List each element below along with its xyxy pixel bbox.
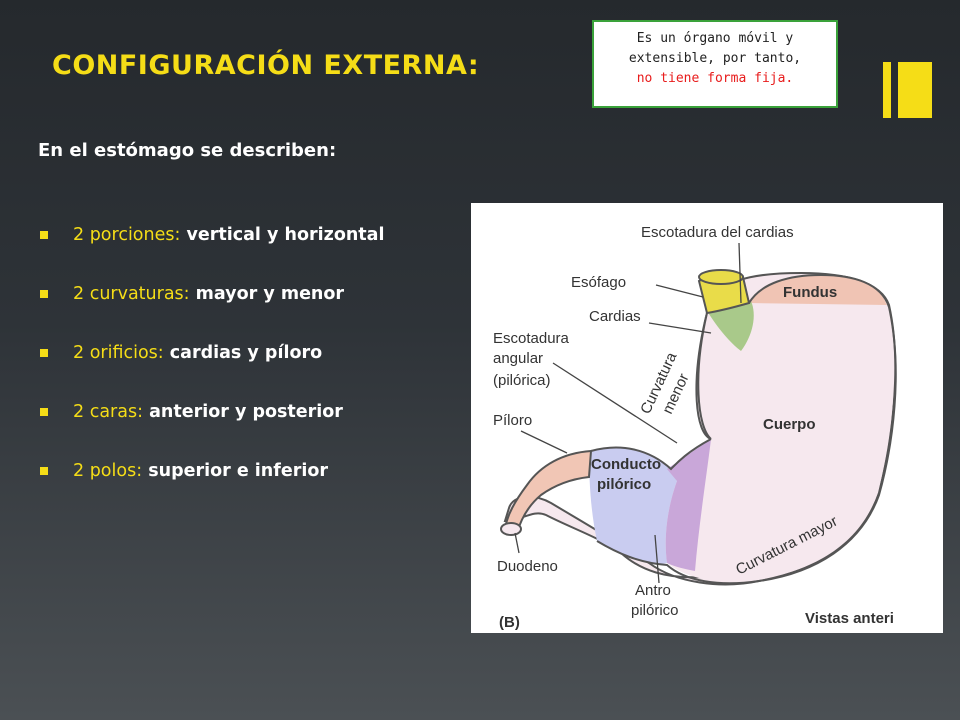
label-antro-1: Antro bbox=[635, 582, 671, 599]
label-conducto-1: Conducto bbox=[591, 456, 661, 473]
slide-title: CONFIGURACIÓN EXTERNA: bbox=[52, 50, 480, 81]
note-line-2: extensible, por tanto, bbox=[628, 51, 802, 66]
bullet-caras: 2 caras: anterior y posterior bbox=[38, 399, 458, 426]
bullet-list: 2 porciones: vertical y horizontal 2 cur… bbox=[38, 222, 458, 517]
label-conducto-2: pilórico bbox=[597, 476, 651, 493]
label-antro-2: pilórico bbox=[631, 602, 679, 619]
label-vistas: Vistas anteri bbox=[805, 610, 894, 627]
label-panel-b: (B) bbox=[499, 614, 520, 631]
bullet-label: 2 caras: bbox=[73, 402, 143, 422]
bullet-orificios: 2 orificios: cardias y píloro bbox=[38, 340, 458, 367]
bullet-label: 2 orificios: bbox=[73, 343, 164, 363]
label-piloro: Píloro bbox=[493, 412, 532, 429]
label-escotadura-angular-1: Escotadura bbox=[493, 330, 570, 347]
stomach-cardias bbox=[707, 301, 754, 351]
bullet-label: 2 curvaturas: bbox=[73, 284, 190, 304]
stomach-figure: Escotadura del cardias Esófago Cardias F… bbox=[471, 203, 943, 633]
duodenum-opening bbox=[500, 522, 522, 536]
label-esofago: Esófago bbox=[571, 274, 626, 291]
bullet-label: 2 porciones: bbox=[73, 225, 181, 245]
label-cuerpo: Cuerpo bbox=[763, 416, 816, 433]
bullet-marker-icon bbox=[40, 408, 48, 416]
note-line-red: no tiene forma fija. bbox=[636, 71, 794, 86]
accent-bar-thick bbox=[898, 62, 932, 118]
stomach-fundus bbox=[749, 275, 887, 305]
note-line-1: Es un órgano móvil y bbox=[636, 31, 794, 46]
esophagus-opening bbox=[698, 269, 744, 285]
bullet-marker-icon bbox=[40, 467, 48, 475]
label-fundus: Fundus bbox=[783, 284, 837, 301]
label-escotadura-cardias: Escotadura del cardias bbox=[641, 224, 794, 241]
bullet-porciones: 2 porciones: vertical y horizontal bbox=[38, 222, 458, 249]
stomach-cuerpo bbox=[664, 275, 894, 582]
bullet-text: mayor y menor bbox=[189, 284, 345, 304]
bullet-polos: 2 polos: superior e inferior bbox=[38, 458, 458, 485]
intro-text: En el estómago se describen: bbox=[38, 140, 337, 161]
stomach-illustration: Escotadura del cardias Esófago Cardias F… bbox=[493, 224, 897, 631]
bullet-text: anterior y posterior bbox=[142, 402, 343, 422]
antro-pilorico bbox=[665, 439, 711, 571]
accent-bar-thin bbox=[883, 62, 891, 118]
bullet-text: vertical y horizontal bbox=[180, 225, 385, 245]
conducto-pilorico bbox=[589, 447, 677, 564]
stomach-outline bbox=[590, 273, 897, 585]
bullet-curvaturas: 2 curvaturas: mayor y menor bbox=[38, 281, 458, 308]
bullet-marker-icon bbox=[40, 349, 48, 357]
bullet-text: cardias y píloro bbox=[163, 343, 323, 363]
bullet-marker-icon bbox=[40, 231, 48, 239]
leader-lines bbox=[514, 242, 742, 584]
note-box: Es un órgano móvil y extensible, por tan… bbox=[592, 20, 838, 108]
label-escotadura-angular-3: (pilórica) bbox=[493, 372, 551, 389]
bullet-text: superior e inferior bbox=[142, 461, 329, 481]
label-cardias: Cardias bbox=[589, 308, 641, 325]
label-duodeno: Duodeno bbox=[497, 558, 558, 575]
bullet-label: 2 polos: bbox=[73, 461, 143, 481]
label-escotadura-angular-2: angular bbox=[493, 350, 543, 367]
bullet-marker-icon bbox=[40, 290, 48, 298]
